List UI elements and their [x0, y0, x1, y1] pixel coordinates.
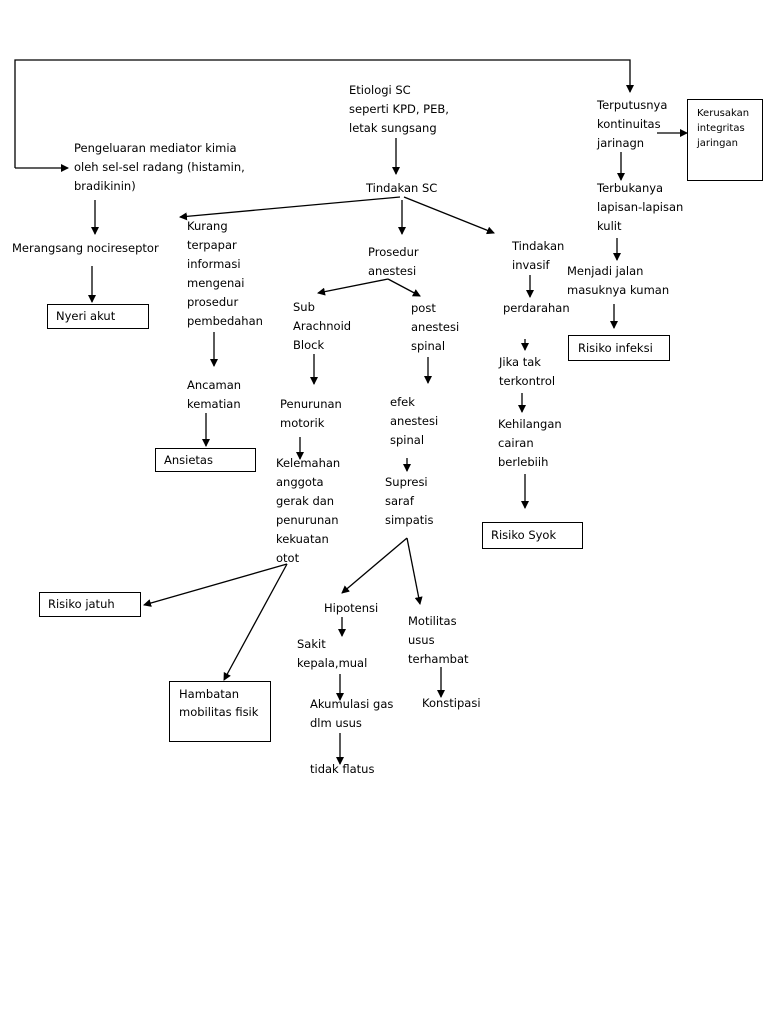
node-menjadi-jalan-kuman: Menjadi jalan masuknya kuman: [567, 264, 670, 297]
node-motilitas-usus: Motilitas usus terhambat: [408, 614, 469, 666]
node-jika-tak-terkontrol: Jika tak terkontrol: [499, 355, 556, 388]
diagnosis-kerusakan-integritas: Kerusakan integritas jaringan: [687, 99, 763, 181]
node-kelemahan-anggota-gerak: Kelemahan anggota gerak dan penurunan ke…: [276, 456, 341, 565]
node-ancaman-kematian: Ancaman kematian: [187, 378, 242, 411]
node-kurang-informasi: Kurang terpapar informasi mengenai prose…: [187, 219, 263, 328]
node-etiologi: Etiologi SC seperti KPD, PEB, letak sung…: [349, 83, 449, 135]
node-efek-anestesi-spinal: efek anestesi spinal: [390, 395, 439, 447]
node-hipotensi: Hipotensi: [324, 601, 379, 615]
diagnosis-risiko-jatuh: Risiko jatuh: [39, 592, 141, 617]
node-akumulasi-gas: Akumulasi gas dlm usus: [310, 697, 394, 730]
node-terbukanya-lapisan: Terbukanya lapisan-lapisan kulit: [597, 181, 684, 233]
node-perdarahan: perdarahan: [503, 301, 570, 315]
node-tindakan-invasif: Tindakan invasif: [512, 239, 565, 272]
node-terputusnya-kontinuitas: Terputusnya kontinuitas jarinagn: [597, 98, 668, 150]
node-konstipasi: Konstipasi: [422, 696, 481, 710]
diagnosis-risiko-syok: Risiko Syok: [482, 522, 583, 549]
node-prosedur-anestesi: Prosedur anestesi: [368, 245, 419, 278]
node-merangsang-nocireseptor: Merangsang nocireseptor: [12, 241, 159, 255]
diagnosis-nyeri-akut: Nyeri akut: [47, 304, 149, 329]
node-tidak-flatus: tidak flatus: [310, 762, 375, 776]
node-sub-arachnoid-block: Sub Arachnoid Block: [293, 300, 352, 352]
node-penurunan-motorik: Penurunan motorik: [280, 397, 342, 430]
node-post-anestesi-spinal: post anestesi spinal: [411, 301, 460, 353]
node-supresi-saraf-simpatis: Supresi saraf simpatis: [385, 475, 434, 527]
node-kehilangan-cairan: Kehilangan cairan berlebiih: [498, 417, 562, 469]
loop-connector: [14, 59, 634, 168]
diagnosis-risiko-infeksi: Risiko infeksi: [568, 335, 670, 361]
diagnosis-ansietas: Ansietas: [155, 448, 256, 472]
node-tindakan-sc: Tindakan SC: [366, 181, 438, 195]
node-pengeluaran-mediator: Pengeluaran mediator kimia oleh sel-sel …: [74, 141, 245, 193]
diagnosis-hambatan-mobilitas: Hambatan mobilitas fisik: [169, 681, 271, 742]
node-sakit-kepala-mual: Sakit kepala,mual: [297, 637, 368, 670]
